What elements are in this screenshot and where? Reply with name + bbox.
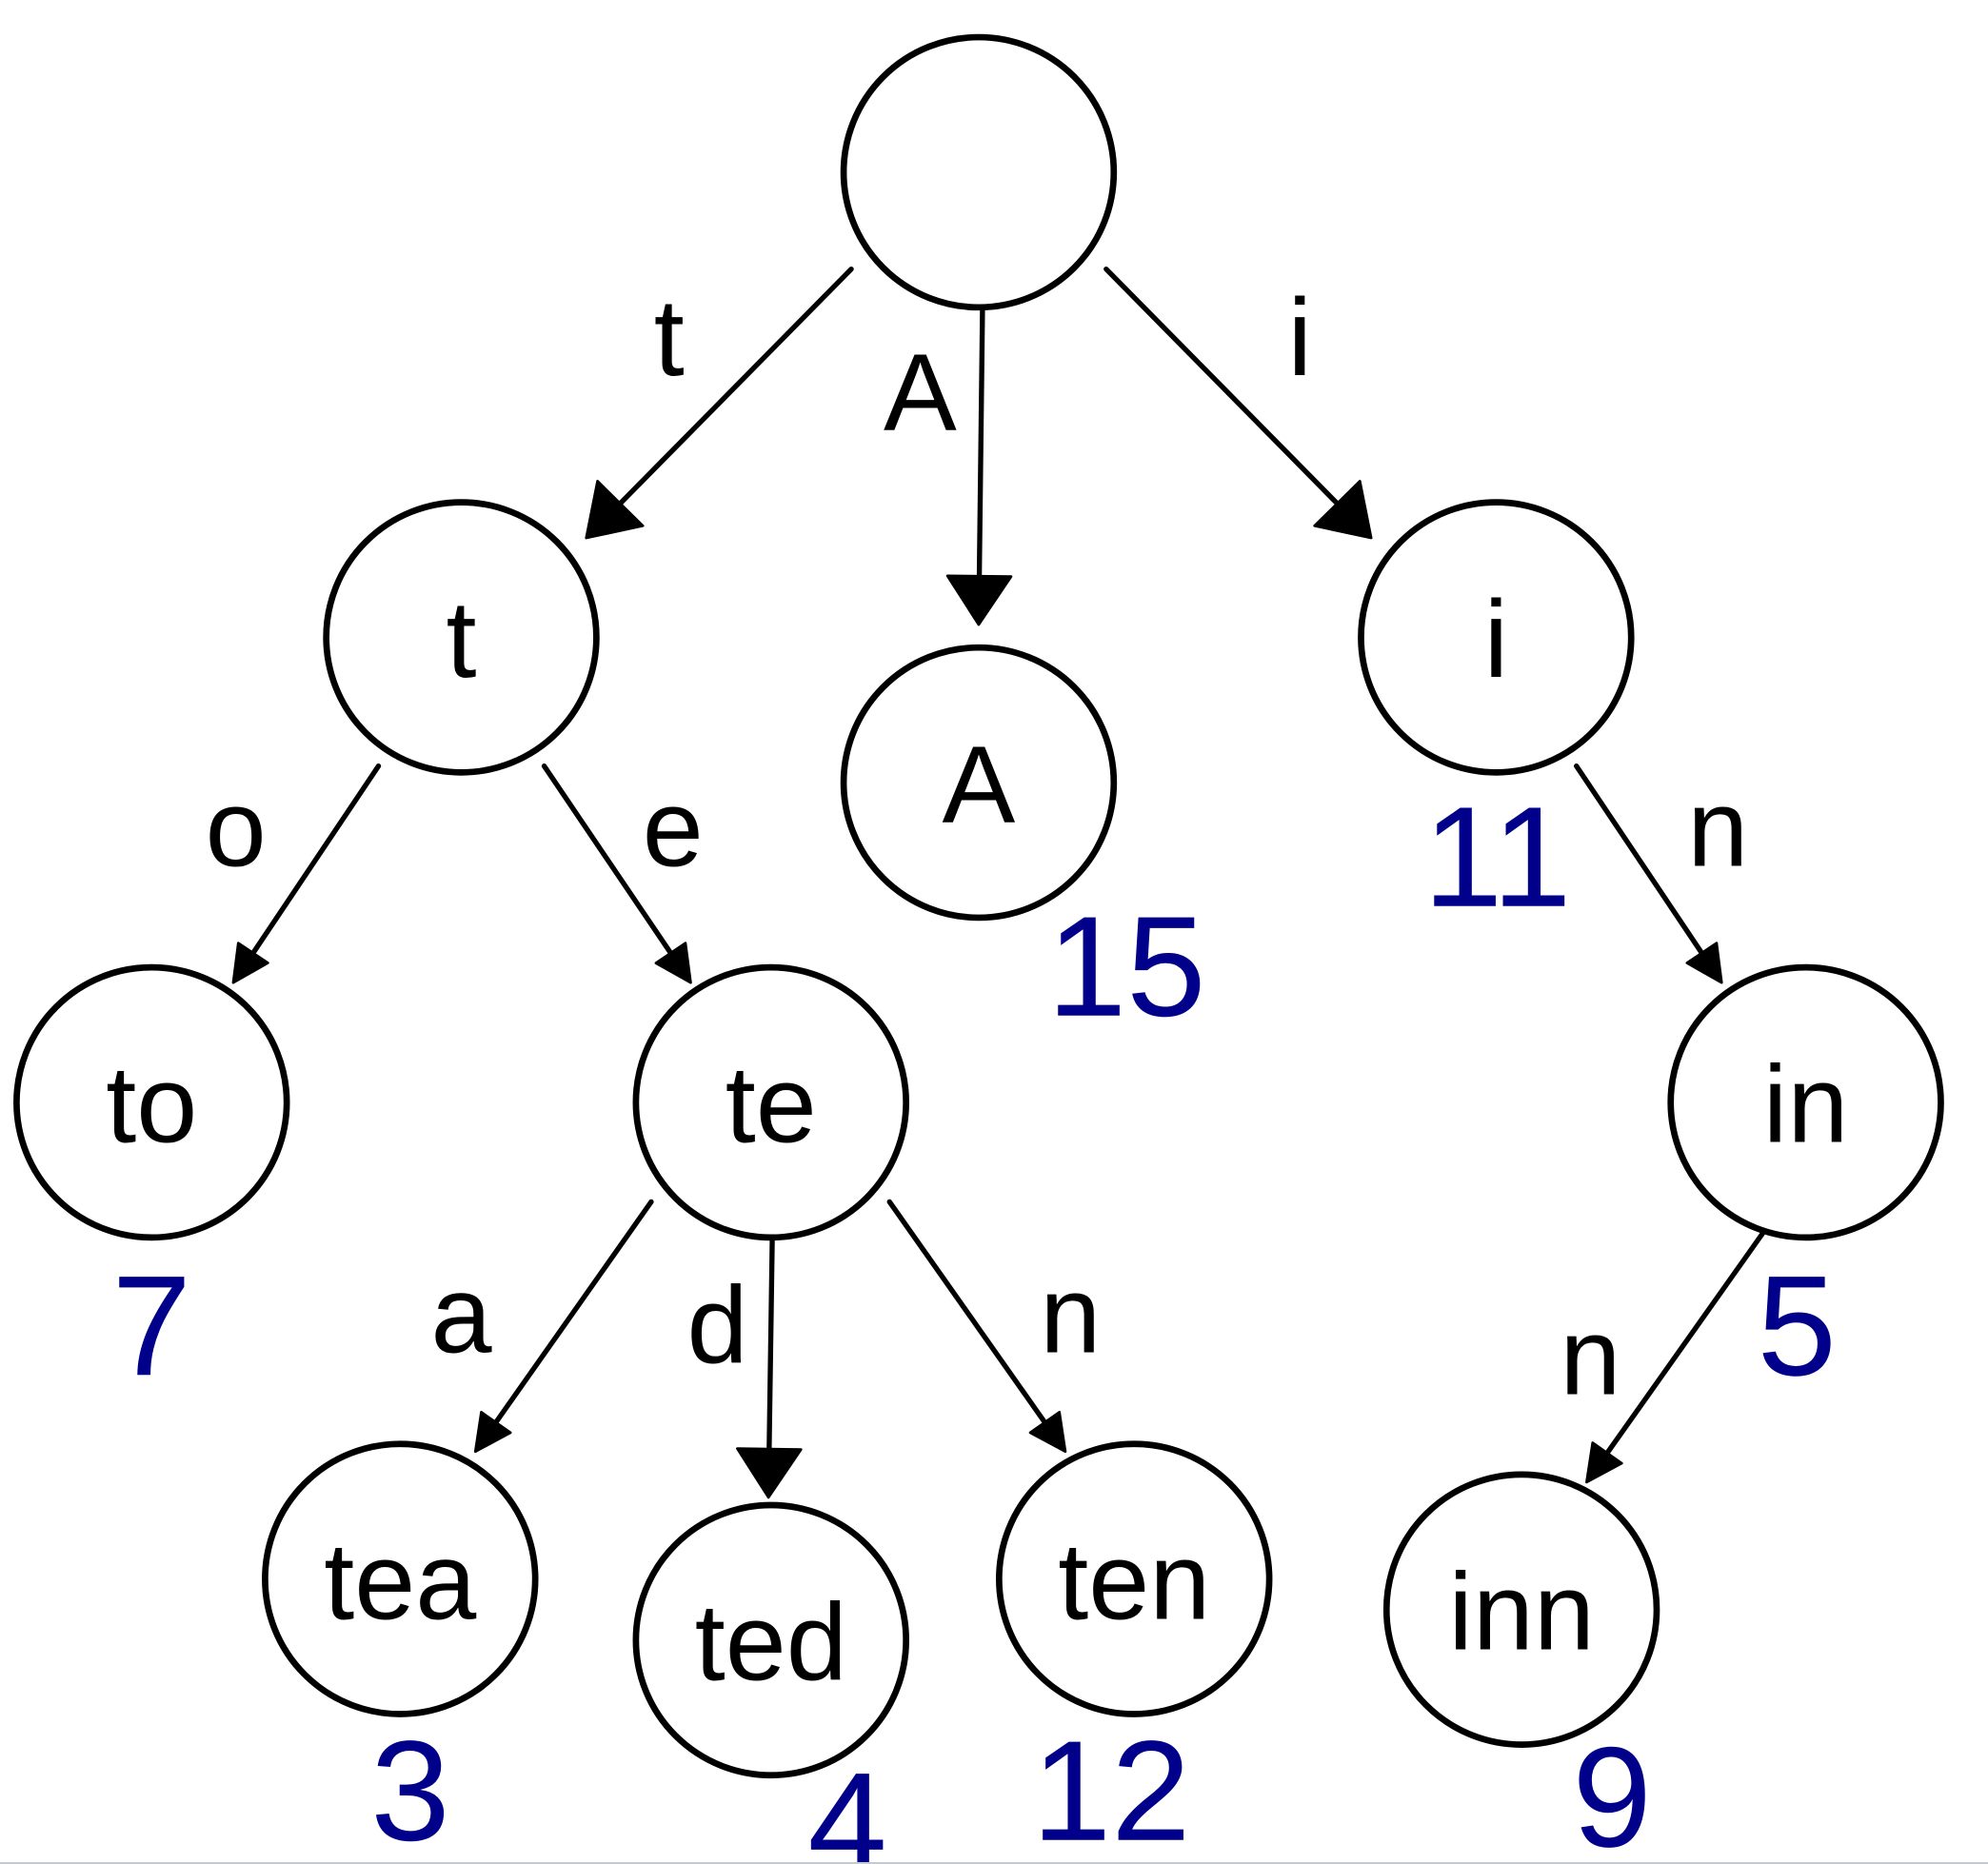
node-label: in (1763, 1044, 1849, 1166)
bottom-border (0, 1862, 1988, 1864)
trie-node-ten: ten (996, 1440, 1273, 1717)
node-circle (840, 33, 1118, 311)
arrow-head-icon (736, 1447, 803, 1499)
trie-node-ted: ted (632, 1501, 909, 1779)
edge-line (886, 1199, 1048, 1425)
trie-node-te: te (632, 963, 909, 1241)
arrow-head-icon (585, 480, 645, 540)
node-value: 12 (1032, 1711, 1191, 1862)
node-label: t (447, 579, 477, 701)
trie-node-inn: inn (1382, 1471, 1660, 1748)
edge-t-to (231, 763, 382, 984)
node-label: ten (1058, 1520, 1210, 1642)
edge-line (1574, 763, 1705, 956)
edge-line (1604, 1231, 1765, 1456)
node-circle (996, 1440, 1273, 1717)
edge-line (766, 1236, 775, 1452)
edge-line (1103, 266, 1341, 506)
node-value: 11 (1423, 777, 1572, 937)
trie-node-root (840, 33, 1118, 311)
edge-i-in (1574, 763, 1723, 984)
arrow-head-icon (945, 574, 1013, 626)
edge-label: d (687, 1264, 748, 1386)
edge-label: n (1040, 1255, 1101, 1377)
edge-label: A (884, 332, 957, 454)
edge-line (617, 266, 854, 506)
node-value: 9 (1572, 1716, 1651, 1862)
node-label: A (943, 724, 1016, 846)
node-circle (13, 963, 290, 1241)
edge-label: a (431, 1255, 493, 1377)
node-circle (1382, 1471, 1660, 1748)
trie-node-i: i (1358, 499, 1635, 776)
edge-root-i (1103, 266, 1373, 540)
edge-te-ted (736, 1236, 803, 1499)
edge-te-tea (473, 1199, 654, 1454)
edge-te-ten (886, 1199, 1067, 1454)
node-label: inn (1448, 1551, 1595, 1673)
edge-line (541, 763, 674, 956)
node-circle (323, 499, 600, 776)
node-value: 15 (1047, 886, 1206, 1046)
node-label: ted (695, 1582, 847, 1704)
edge-root-A (945, 303, 1013, 626)
node-value: 5 (1758, 1245, 1837, 1405)
node-circle (1667, 963, 1944, 1241)
edge-label: e (643, 767, 704, 889)
trie-node-t: t (323, 499, 600, 776)
arrow-head-icon (1685, 942, 1723, 984)
arrow-head-icon (1313, 480, 1373, 540)
edge-root-t (585, 266, 854, 540)
node-value: 3 (370, 1711, 449, 1862)
arrow-head-icon (1585, 1441, 1623, 1484)
node-circle (632, 963, 909, 1241)
edge-in-inn (1585, 1231, 1765, 1484)
trie-node-in: in (1667, 963, 1944, 1241)
arrow-head-icon (231, 942, 269, 984)
node-label: i (1484, 579, 1509, 701)
node-label: te (726, 1044, 817, 1166)
node-circle (262, 1440, 539, 1717)
edge-line (976, 303, 985, 579)
edge-line (250, 763, 382, 956)
arrow-head-icon (654, 942, 692, 984)
node-label: to (106, 1044, 197, 1166)
edge-label: i (1287, 277, 1312, 399)
edge-label: t (654, 277, 685, 399)
trie-node-tea: tea (262, 1440, 539, 1717)
trie-node-to: to (13, 963, 290, 1241)
edge-line (493, 1199, 654, 1425)
edge-t-te (541, 763, 692, 984)
edge-label: n (1687, 767, 1748, 889)
node-label: tea (324, 1520, 477, 1642)
node-circle (1358, 499, 1635, 776)
node-value: 4 (807, 1742, 886, 1862)
edges-layer (231, 266, 1765, 1499)
arrow-head-icon (1028, 1410, 1067, 1454)
arrow-head-icon (473, 1410, 512, 1454)
node-value: 7 (112, 1245, 191, 1405)
node-circle (840, 644, 1118, 922)
node-circle (632, 1501, 909, 1779)
trie-node-A: A (840, 644, 1118, 922)
edge-label: o (206, 767, 267, 889)
edge-label: n (1560, 1297, 1620, 1418)
